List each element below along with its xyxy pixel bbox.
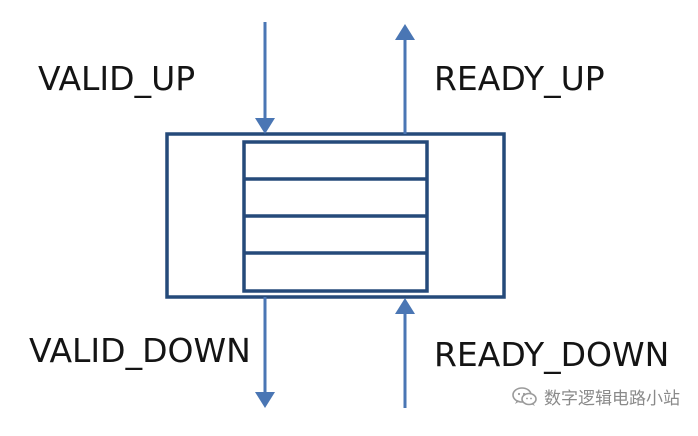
wechat-icon: [512, 386, 538, 407]
ready-down-arrow: [395, 298, 415, 408]
valid-down-arrow: [255, 297, 275, 408]
ready-up-label: READY_UP: [434, 59, 605, 98]
watermark: 数字逻辑电路小站: [512, 384, 680, 409]
ready-up-arrow: [395, 24, 415, 134]
watermark-text: 数字逻辑电路小站: [544, 389, 680, 409]
valid-down-label: VALID_DOWN: [29, 331, 251, 370]
ready-down-label: READY_DOWN: [434, 335, 670, 374]
outer-module-box: [165, 132, 506, 299]
valid-up-label: VALID_UP: [38, 59, 196, 98]
valid-up-arrow: [255, 22, 275, 134]
